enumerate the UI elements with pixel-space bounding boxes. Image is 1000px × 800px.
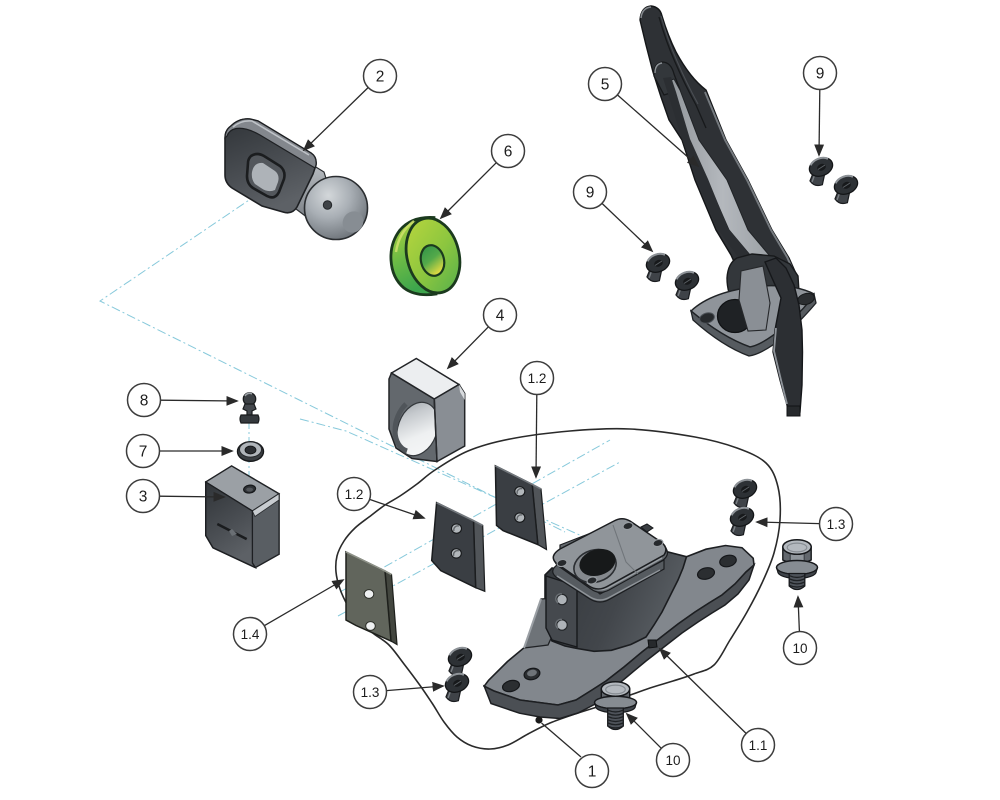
svg-text:5: 5 — [601, 77, 610, 94]
svg-text:1.4: 1.4 — [241, 627, 260, 642]
svg-text:4: 4 — [496, 308, 505, 325]
svg-text:1.1: 1.1 — [749, 738, 768, 753]
svg-text:9: 9 — [816, 66, 825, 83]
svg-text:1: 1 — [588, 764, 597, 781]
svg-text:6: 6 — [504, 144, 513, 161]
svg-text:10: 10 — [665, 753, 680, 768]
svg-text:7: 7 — [139, 444, 148, 461]
svg-text:3: 3 — [139, 489, 148, 506]
svg-text:9: 9 — [586, 185, 595, 202]
svg-text:8: 8 — [140, 393, 149, 410]
svg-text:1.3: 1.3 — [827, 517, 846, 532]
svg-text:1.2: 1.2 — [345, 487, 364, 502]
svg-text:2: 2 — [376, 69, 385, 86]
svg-text:1.2: 1.2 — [528, 371, 547, 386]
svg-text:1.3: 1.3 — [361, 685, 380, 700]
svg-text:10: 10 — [792, 641, 807, 656]
